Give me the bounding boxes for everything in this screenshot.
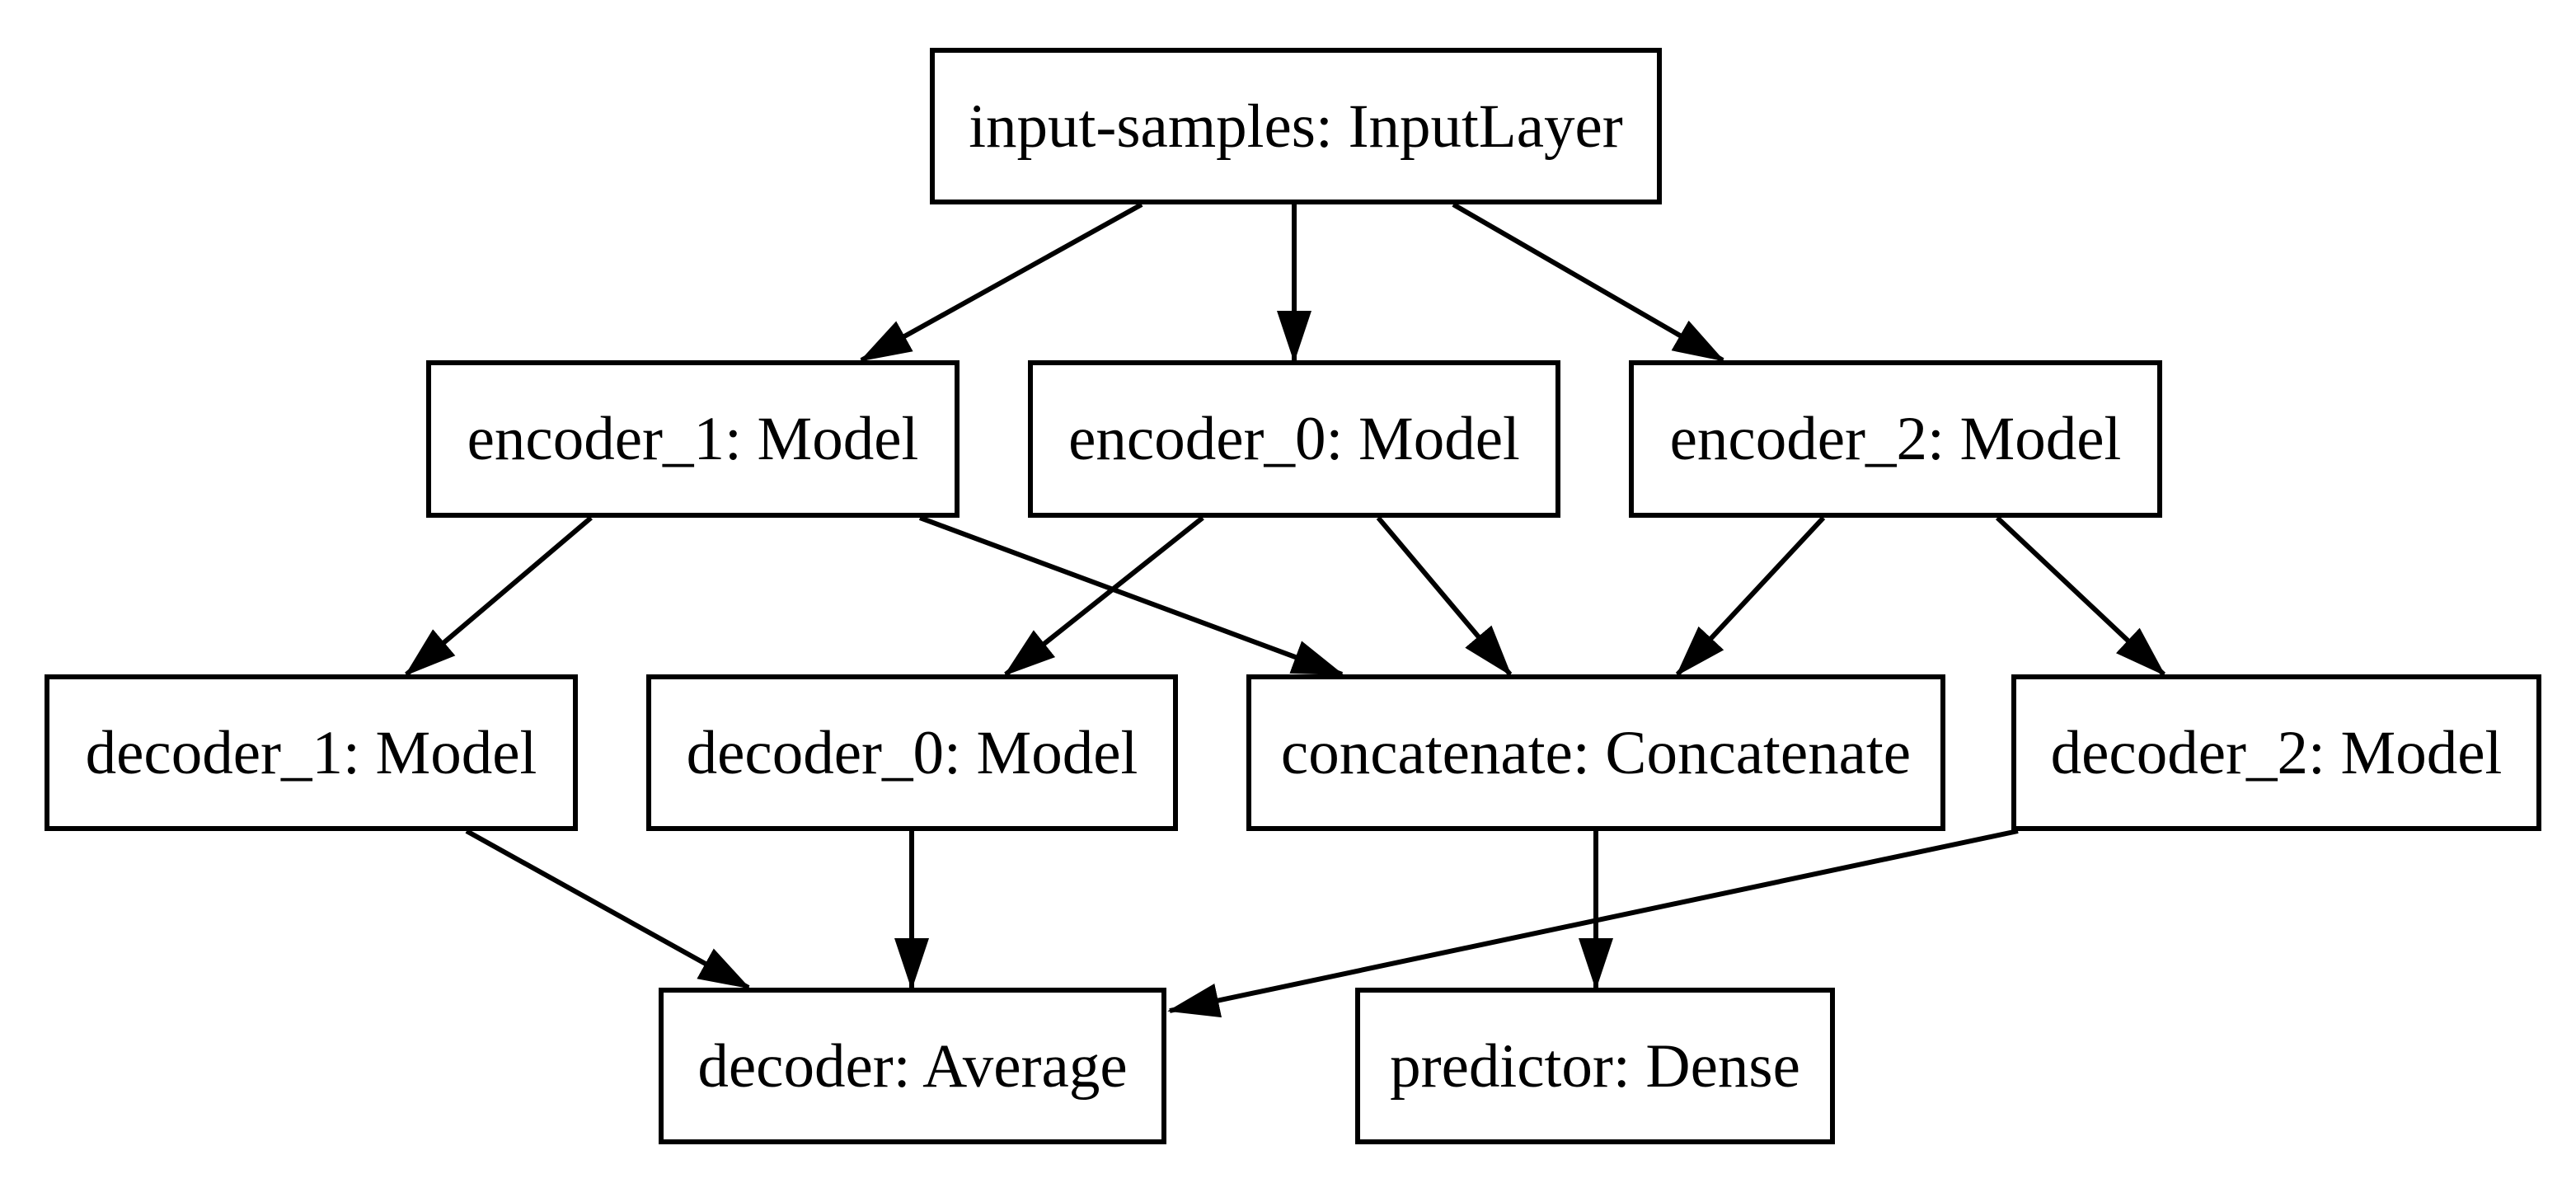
edge-decoder_2-to-decoder — [1167, 829, 2019, 1018]
node-encoder_1: encoder_1: Model — [426, 360, 960, 518]
node-label-concatenate: concatenate: Concatenate — [1280, 718, 1912, 787]
edge-input-samples-to-encoder_1 — [859, 202, 1143, 363]
node-label-decoder_1: decoder_1: Model — [85, 718, 537, 787]
edge-decoder_1-to-decoder — [465, 829, 751, 990]
node-label-predictor: predictor: Dense — [1390, 1031, 1800, 1101]
node-label-input-samples: input-samples: InputLayer — [969, 92, 1623, 161]
node-decoder_0: decoder_0: Model — [646, 674, 1178, 831]
node-input-samples: input-samples: InputLayer — [930, 48, 1662, 204]
node-label-encoder_2: encoder_2: Model — [1669, 405, 2122, 473]
node-label-decoder: decoder: Average — [697, 1031, 1128, 1101]
node-predictor: predictor: Dense — [1355, 988, 1835, 1144]
edge-encoder_2-to-decoder_2 — [1995, 515, 2166, 677]
edge-input-samples-to-encoder_2 — [1452, 202, 1725, 363]
node-encoder_0: encoder_0: Model — [1028, 360, 1560, 518]
edge-encoder_0-to-concatenate — [1376, 516, 1513, 677]
node-label-encoder_1: encoder_1: Model — [467, 405, 919, 473]
edge-encoder_1-to-concatenate — [918, 515, 1344, 677]
edges-group — [404, 202, 2166, 1018]
node-label-decoder_0: decoder_0: Model — [686, 718, 1138, 787]
node-label-decoder_2: decoder_2: Model — [2050, 718, 2503, 787]
node-concatenate: concatenate: Concatenate — [1246, 674, 1945, 831]
node-decoder_2: decoder_2: Model — [2011, 674, 2541, 831]
edge-encoder_0-to-decoder_0 — [1003, 515, 1204, 677]
node-decoder: decoder: Average — [659, 988, 1166, 1144]
edge-encoder_1-to-decoder_1 — [404, 515, 593, 677]
node-label-encoder_0: encoder_0: Model — [1068, 405, 1520, 473]
node-decoder_1: decoder_1: Model — [45, 674, 578, 831]
edge-encoder_2-to-concatenate — [1675, 515, 1826, 677]
node-encoder_2: encoder_2: Model — [1629, 360, 2162, 518]
